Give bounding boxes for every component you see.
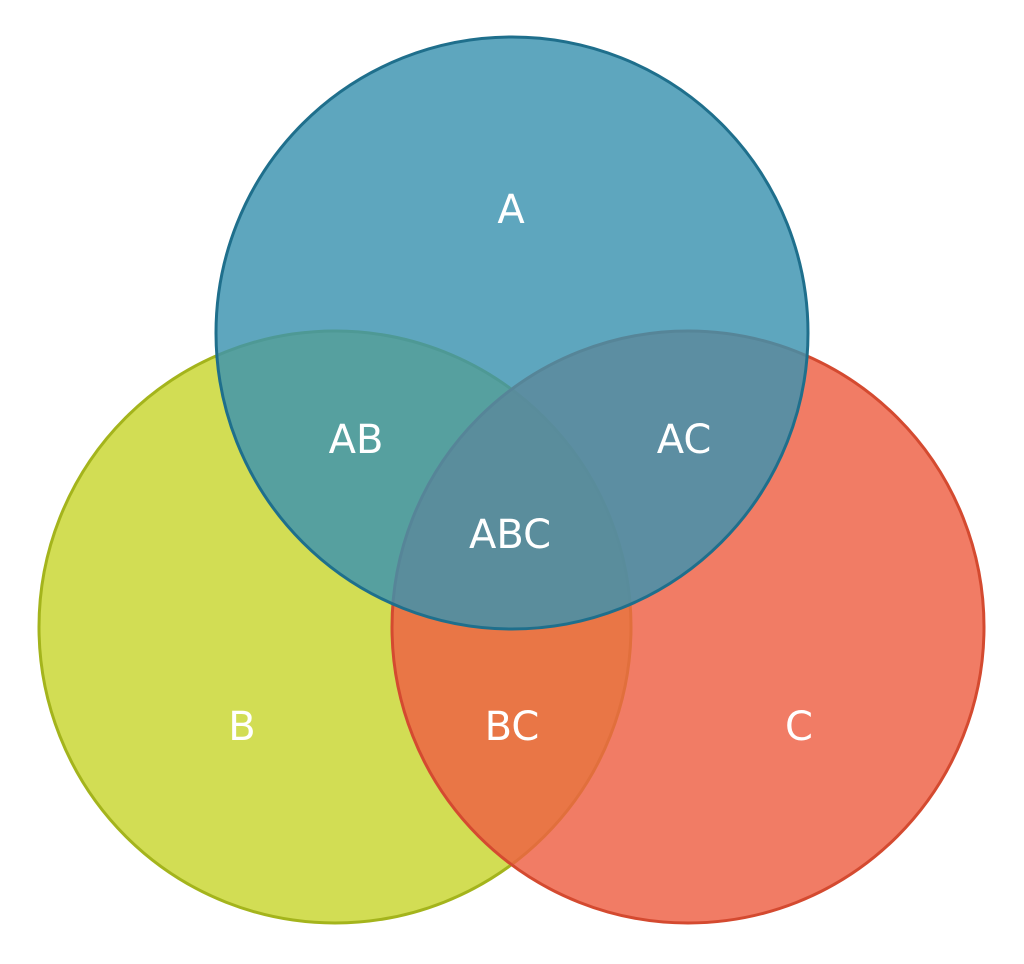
region-label-abc: ABC xyxy=(469,512,551,558)
set-a-circle xyxy=(216,37,808,629)
set-a-outline xyxy=(214,35,810,631)
region-label-c: C xyxy=(785,704,813,750)
region-label-bc: BC xyxy=(485,704,540,750)
region-label-a: A xyxy=(497,187,525,233)
region-label-ac: AC xyxy=(657,417,712,463)
region-label-ab: AB xyxy=(329,417,384,463)
region-label-b: B xyxy=(228,704,255,750)
